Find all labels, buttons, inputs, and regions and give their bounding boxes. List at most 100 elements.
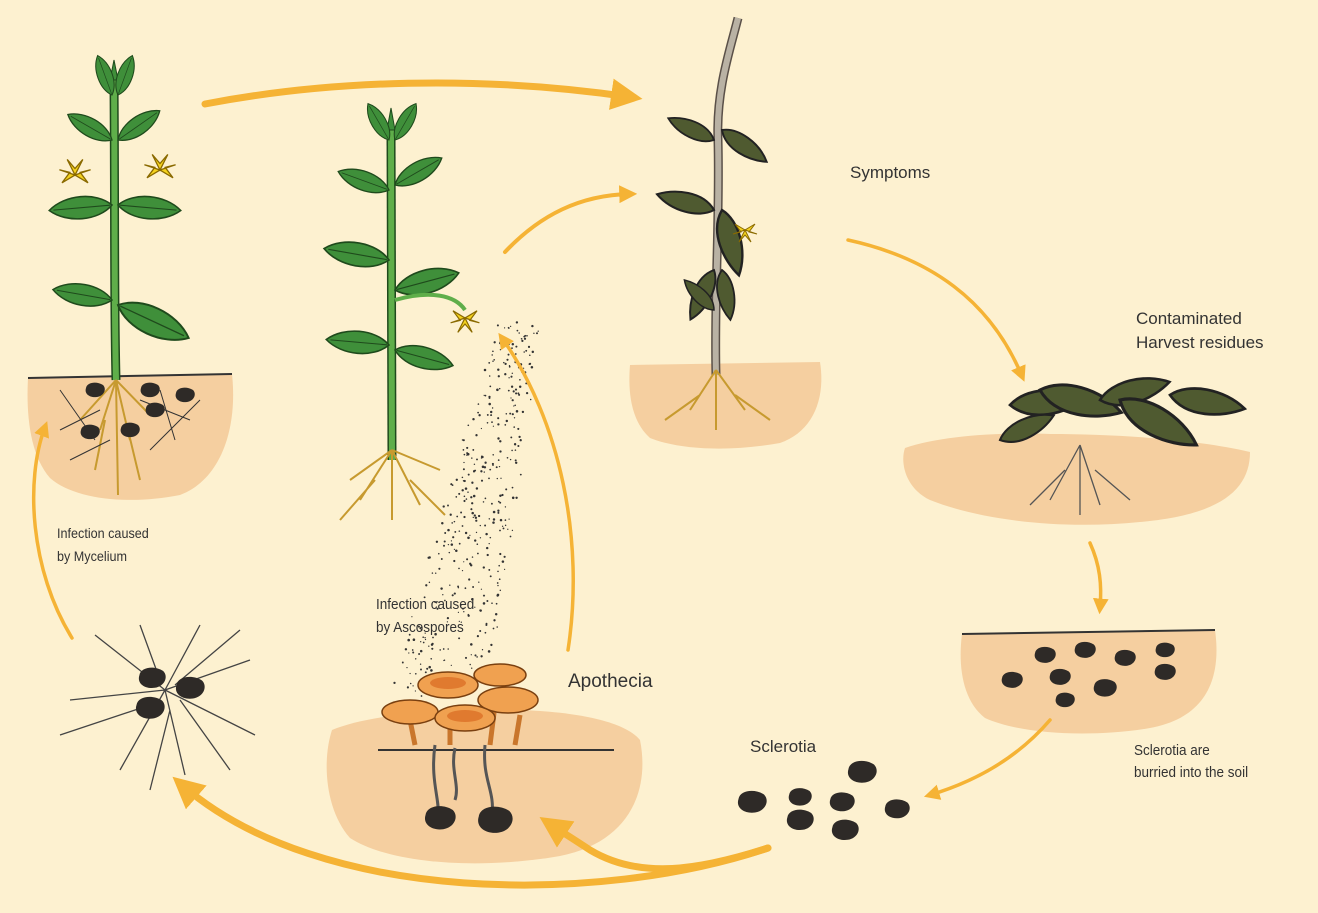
ascospore — [508, 518, 509, 519]
ascospore — [515, 389, 517, 391]
ascospore — [510, 436, 512, 438]
ascospore — [498, 501, 500, 503]
ascospore — [465, 487, 468, 490]
ascospore — [520, 439, 522, 441]
ascospore — [510, 459, 511, 460]
ascospore — [502, 526, 503, 527]
ascospore — [463, 439, 465, 441]
ascospore — [515, 459, 517, 461]
arrow-symptoms-to-residues — [848, 240, 1022, 376]
ascospore — [515, 392, 517, 394]
ascospore — [460, 512, 462, 514]
ascospore — [497, 478, 498, 479]
ascospore — [444, 540, 446, 542]
ascospore — [408, 652, 409, 653]
ascospore — [471, 457, 472, 458]
ascospore — [438, 568, 440, 570]
ascospore — [472, 449, 474, 451]
ascospore — [501, 494, 503, 496]
ascospore — [533, 333, 534, 334]
arrow-apothecia-to-ascospores — [502, 338, 573, 650]
ascospore — [478, 414, 480, 416]
ascospore — [468, 474, 470, 476]
ascospore — [487, 414, 489, 416]
ascospore — [474, 464, 475, 465]
ascospore — [505, 525, 506, 526]
ascospore — [407, 639, 410, 642]
ascospore — [490, 414, 492, 416]
ascospore — [478, 515, 480, 517]
ascospore — [509, 365, 510, 366]
ascospore — [497, 510, 499, 512]
ascospore — [497, 417, 499, 419]
ascospore — [471, 654, 472, 655]
ascospore — [522, 411, 524, 413]
ascospore — [450, 483, 452, 485]
ascospore — [515, 462, 517, 464]
ascospore — [467, 424, 469, 426]
ascospore — [507, 457, 509, 459]
ascospore — [461, 489, 463, 491]
ascospore — [514, 417, 515, 418]
ascospore — [485, 624, 487, 626]
ascospore — [418, 653, 420, 655]
ascospore — [488, 403, 491, 406]
ascospore — [496, 466, 498, 468]
ascospore — [488, 478, 490, 480]
ascospore — [470, 643, 473, 646]
ascospore — [489, 397, 491, 399]
ascospore — [495, 613, 497, 615]
ascospore — [509, 413, 511, 415]
ascospore — [498, 459, 500, 461]
ascospore — [467, 491, 469, 493]
ascospore — [473, 517, 474, 518]
ascospore — [426, 668, 428, 670]
ascospore — [499, 466, 500, 467]
ascospore — [489, 543, 490, 544]
ascospore — [487, 422, 489, 424]
ascospore — [484, 462, 486, 464]
ascospore — [428, 646, 429, 647]
ascospore — [412, 649, 414, 651]
ascospore — [517, 445, 519, 447]
ascospore — [516, 321, 518, 323]
ascospore — [430, 669, 433, 672]
ascospore — [479, 609, 481, 611]
ascospore — [528, 346, 530, 348]
ascospore — [521, 340, 523, 342]
ascospore — [476, 458, 478, 460]
ascospore — [489, 375, 491, 377]
ascospore — [464, 496, 466, 498]
ascospore — [463, 449, 465, 451]
ascospore — [497, 512, 499, 514]
ascospore — [514, 405, 516, 407]
ascospore — [490, 644, 492, 646]
ascospore — [477, 553, 479, 555]
ascospore — [441, 522, 443, 524]
ascospore — [515, 353, 517, 355]
ascospore — [480, 655, 482, 657]
ascospore — [432, 643, 434, 645]
ascospore — [492, 407, 493, 408]
ascospore — [409, 673, 410, 674]
ascospore — [436, 541, 438, 543]
label-residues-line2: Harvest residues — [1136, 332, 1264, 353]
ascospore — [500, 349, 501, 350]
label-buried-line1: Sclerotia are — [1134, 742, 1210, 761]
ascospore — [481, 480, 483, 482]
label-buried-line2: burried into the soil — [1134, 764, 1248, 783]
ascospore — [513, 426, 515, 428]
ascospore — [504, 373, 506, 375]
ascospore — [512, 343, 514, 345]
ascospore — [412, 651, 414, 653]
ascospore — [473, 495, 476, 498]
ascospore — [489, 469, 491, 471]
ascospore — [499, 578, 501, 580]
ascospore — [483, 566, 485, 568]
ascospore — [497, 594, 500, 597]
ascospore — [451, 665, 452, 666]
ascospore — [463, 500, 465, 502]
ascospore — [506, 413, 508, 415]
ascospore — [465, 587, 467, 589]
label-sclerotia: Sclerotia — [750, 736, 816, 757]
